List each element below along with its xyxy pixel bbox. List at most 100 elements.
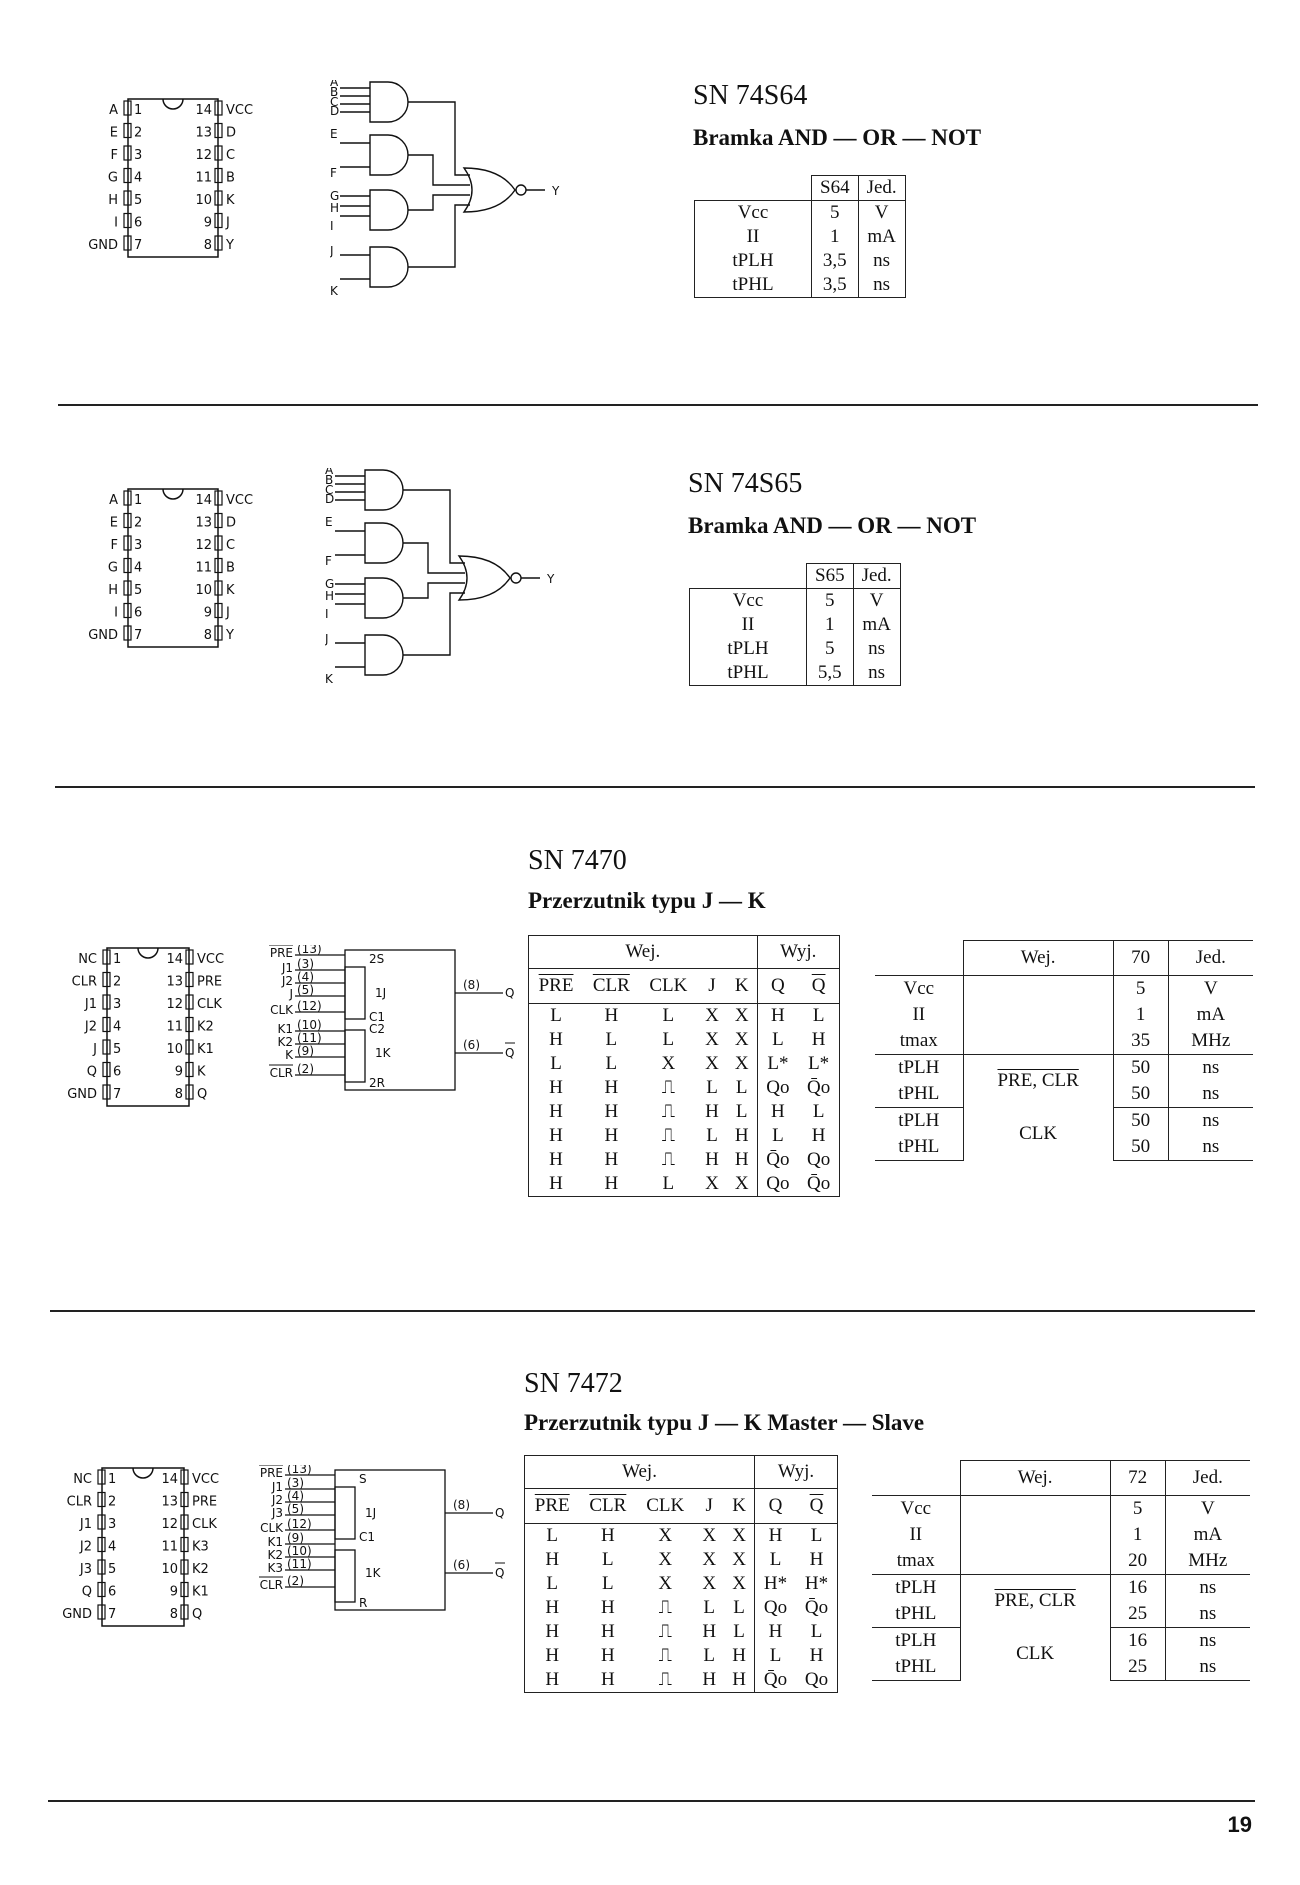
output-state: L [772,1029,784,1050]
input-label: J [325,632,329,646]
param-unit: ns [852,661,901,686]
input-state: H [528,1100,584,1124]
pin-label-left: E [110,126,118,141]
input-state: H [528,1124,584,1148]
group-header-outputs: Wyj. [754,1455,838,1489]
pin-box [214,557,223,574]
output-state: H [771,1101,785,1122]
input-state: H [579,1668,637,1693]
output-state: H [798,1028,841,1052]
param-value: 50 [1112,1134,1169,1161]
output-state: H [796,1644,838,1668]
port-label: C2 [369,1022,385,1036]
pin-label-right: K [197,1065,206,1080]
pin-label-left: NC [78,952,97,967]
pin-box [97,1604,106,1620]
pin-label-left: J1 [84,997,97,1012]
param-unit: ns [852,637,901,661]
input-state: L [726,1100,758,1124]
pin-label-right: VCC [226,103,253,118]
input-state: L [528,1052,584,1076]
pin-box [185,994,194,1010]
param-value: 50 [1112,1107,1169,1134]
pin-box [214,145,223,161]
input-state: L [602,1573,614,1594]
pin-ref: (13) [287,1465,312,1476]
input-label: H [325,589,334,603]
param-name: Vcc [903,978,935,999]
input-state: ⎍ [661,1125,675,1146]
param-name: tmax [872,1548,961,1575]
input-state: L [706,1125,718,1146]
input-state: X [724,1523,756,1548]
signal-label: J2 [281,974,293,988]
pin-label-left: G [108,561,118,576]
section-divider [48,1800,1255,1802]
input-state: X [724,1548,756,1572]
param-name: Vcc [694,200,812,225]
input-state: L [706,1077,718,1098]
nor-gate [457,555,511,601]
signal-label: CLR [260,1578,283,1592]
chip-title: SN 74S64 [693,80,808,111]
pin-box [97,1581,106,1598]
param-name: tPHL [875,1081,964,1108]
param-input [962,1028,1114,1055]
pin-label-left: J2 [79,1540,92,1555]
input-state: ⎍ [658,1621,672,1642]
input-state: L [602,1549,614,1570]
pin-label-left: J3 [79,1562,92,1577]
pin-label-left: GND [62,1607,92,1622]
param-input [959,1522,1111,1548]
output-q: Q [495,1506,504,1520]
pin-box [185,1016,194,1033]
pin-box [123,190,132,206]
signal-label: K1 [277,1022,293,1036]
param-value: 5 [1112,975,1169,1002]
input-state: X [661,1053,676,1074]
input-state: X [724,1572,756,1596]
output-state: Q̄o [796,1596,838,1620]
pin-label-left: F [111,538,118,553]
signal-label: J [288,987,293,1001]
col-header: Jed. [1167,940,1253,976]
pin-box [123,122,132,139]
input-state: X [658,1573,673,1594]
param-input: PRE, CLR [962,1054,1114,1108]
output-label: Y [546,572,555,586]
pin-box [123,625,132,641]
param-name: II [909,1524,923,1545]
pin-label-right: PRE [192,1495,217,1510]
and-gate [369,189,409,231]
output-state: Q̄o [766,1149,790,1170]
param-value: 50 [1112,1054,1169,1081]
pin-label-right: C [226,148,235,163]
pin-box [185,1061,194,1078]
param-unit: MHz [1164,1548,1250,1575]
pin-number-left: 4 [108,1540,116,1555]
pin-number-right: 10 [166,1042,183,1057]
pin-box [97,1491,106,1508]
output-state: L [796,1523,838,1548]
pin-number-left: 7 [113,1087,121,1102]
input-label: J [330,244,334,258]
pin-number-right: 14 [161,1472,178,1487]
signal-label: K2 [277,1035,293,1049]
param-name: II [912,1004,926,1025]
pin-box [214,190,223,206]
input-label: K [330,284,339,298]
input-state: X [702,1573,717,1594]
param-value: 1 [811,225,859,249]
pin-number-left: 5 [134,193,142,208]
output-qbar: Q [505,1046,514,1060]
pin-box [214,535,223,551]
pin-number-left: 7 [108,1607,116,1622]
